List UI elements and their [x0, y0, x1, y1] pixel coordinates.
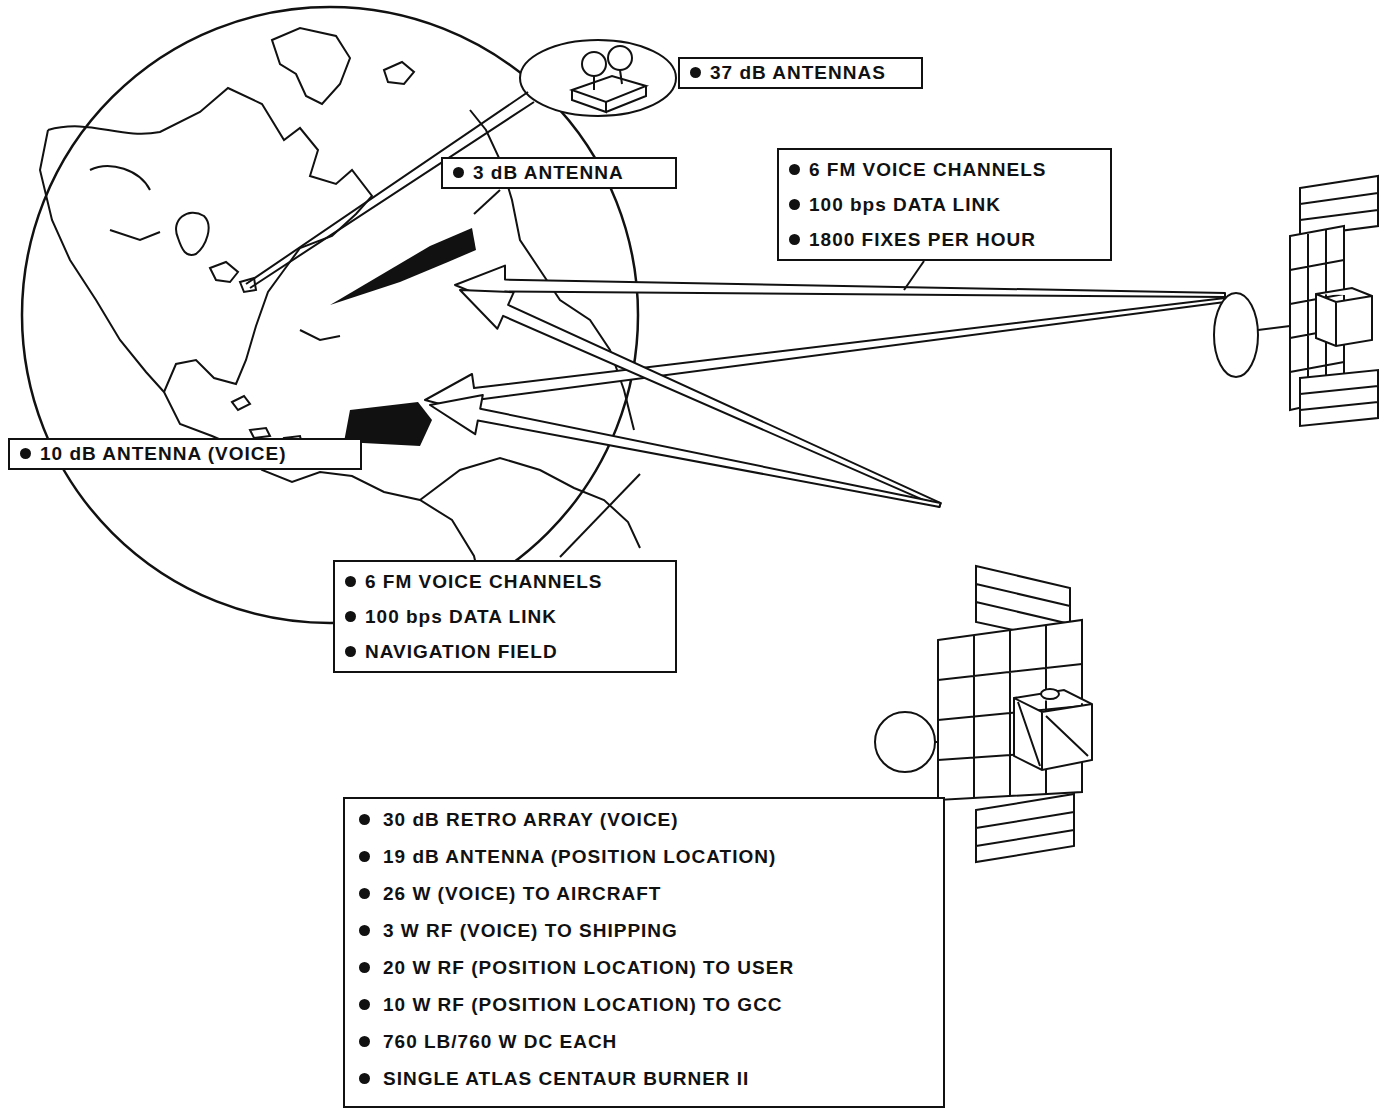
bullet-item: 10 dB ANTENNA (VOICE) [18, 442, 350, 466]
station-dish [608, 46, 632, 70]
west-coast [40, 130, 164, 392]
station-base [572, 76, 646, 112]
bullet-item: NAVIGATION FIELD [343, 634, 665, 669]
bullet-item: 6 FM VOICE CHANNELS [787, 152, 1100, 187]
beam-arrow [425, 298, 1225, 414]
antenna-leader [474, 190, 500, 214]
aircraft-beam-footprint [330, 228, 476, 305]
callout-ellipse [520, 40, 676, 116]
bullet-item: 1800 FIXES PER HOUR [787, 222, 1100, 257]
bullet-item: 20 W RF (POSITION LOCATION) TO USER [353, 949, 933, 986]
bullet-item: 100 bps DATA LINK [343, 599, 665, 634]
station-leader [246, 92, 534, 288]
bullet-item: 30 dB RETRO ARRAY (VOICE) [353, 801, 933, 838]
solar-panel [1300, 370, 1378, 426]
text-box: 37 dB ANTENNAS [678, 57, 923, 89]
station-dish [582, 52, 606, 76]
iceland [384, 62, 414, 84]
text-box: 6 FM VOICE CHANNELS100 bps DATA LINKNAVI… [333, 560, 677, 673]
beam-leader [904, 261, 924, 290]
beam-arrow [430, 395, 940, 507]
beam-arrow [460, 290, 941, 507]
bullet-item: 100 bps DATA LINK [787, 187, 1100, 222]
text-box: 6 FM VOICE CHANNELS100 bps DATA LINK1800… [777, 148, 1112, 261]
text-box: 10 dB ANTENNA (VOICE) [8, 438, 362, 470]
bullet-item: 3 W RF (VOICE) TO SHIPPING [353, 912, 933, 949]
text-box: 3 dB ANTENNA [441, 157, 677, 189]
bullet-item: SINGLE ATLAS CENTAUR BURNER II [353, 1060, 933, 1097]
north-america-coast [48, 88, 492, 620]
bullet-item: 3 dB ANTENNA [451, 161, 665, 185]
satellite-dish [1214, 293, 1258, 377]
solar-panel [976, 794, 1074, 862]
beam-leader [560, 474, 640, 557]
satellite-dish [875, 712, 935, 772]
text-box: 30 dB RETRO ARRAY (VOICE)19 dB ANTENNA (… [343, 797, 945, 1108]
bullet-item: 760 LB/760 W DC EACH [353, 1023, 933, 1060]
satellite-top [1214, 176, 1378, 426]
bullet-item: 6 FM VOICE CHANNELS [343, 564, 665, 599]
bullet-item: 10 W RF (POSITION LOCATION) TO GCC [353, 986, 933, 1023]
bullet-item: 37 dB ANTENNAS [688, 61, 911, 85]
dish-boom [1258, 326, 1290, 330]
body-antenna [1041, 689, 1059, 699]
satellite-body [1014, 690, 1092, 770]
greenland [272, 28, 350, 104]
great-lakes [210, 262, 256, 292]
bullet-item: 26 W (VOICE) TO AIRCRAFT [353, 875, 933, 912]
beam-arrow [455, 266, 1225, 306]
dish-mount [594, 70, 622, 90]
ground-station-callout [520, 40, 676, 116]
hudson-bay [176, 213, 209, 255]
beam-arrows [425, 266, 1225, 507]
south-america-coast [420, 458, 640, 548]
satellite-body [1316, 288, 1372, 346]
bullet-item: 19 dB ANTENNA (POSITION LOCATION) [353, 838, 933, 875]
